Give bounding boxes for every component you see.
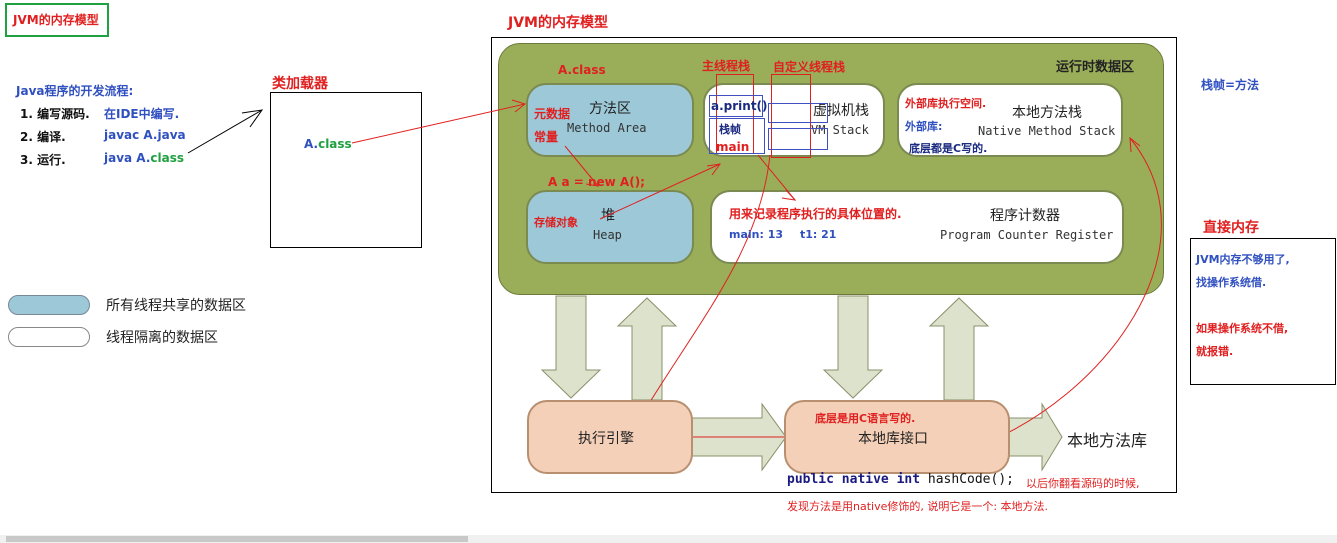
process-step-2-detail: javac A.java: [104, 128, 186, 142]
annotation-new-a: A a = new A();: [548, 175, 645, 189]
up-arrow-right: [928, 297, 990, 401]
method-area-cn: 方法区: [589, 101, 631, 117]
annotation-main: main: [716, 140, 750, 154]
top-left-title-box: JVM的内存模型: [5, 3, 109, 37]
direct-memory-title: 直接内存: [1203, 220, 1259, 236]
down-arrow-right: [822, 295, 884, 399]
code-note-2: 发现方法是用native修饰的, 说明它是一个: 本地方法.: [787, 500, 1049, 513]
annotation-a-class: A.class: [558, 63, 606, 77]
vm-stack-en: VM Stack: [811, 123, 869, 137]
scrollbar-thumb[interactable]: [6, 536, 468, 542]
a-print-frame: [709, 95, 763, 117]
direct-memory-line-1: JVM内存不够用了,: [1196, 253, 1290, 266]
direct-memory-box: JVM内存不够用了, 找操作系统借. 如果操作系统不借, 就报错.: [1190, 238, 1336, 385]
annotation-constant: 常量: [534, 130, 559, 144]
custom-frame-1: [768, 103, 828, 123]
process-step-2: 2. 编译.: [20, 130, 66, 144]
stack-frame-box: [709, 118, 765, 154]
direct-memory-line-4: 如果操作系统不借,: [1196, 322, 1289, 335]
annotation-stack-frame: 栈帧: [719, 123, 741, 136]
process-step-3: 3. 运行.: [20, 153, 66, 167]
heap-cn: 堆: [601, 208, 615, 224]
execution-engine: [527, 400, 693, 474]
class-loader-content: A.class: [304, 137, 352, 151]
heap-en: Heap: [593, 228, 622, 242]
annotation-pc-desc: 用来记录程序执行的具体位置的.: [729, 207, 902, 221]
process-step-1: 1. 编写源码.: [20, 107, 90, 121]
annotation-pc-t1: t1: 21: [800, 228, 837, 241]
legend-shared-swatch: [8, 295, 90, 315]
process-step-1-detail: 在IDE中编写.: [104, 107, 180, 121]
runtime-title: 运行时数据区: [1056, 60, 1135, 75]
legend-isolated-label: 线程隔离的数据区: [106, 330, 218, 346]
horizontal-scrollbar[interactable]: [0, 535, 1337, 543]
legend-isolated-swatch: [8, 327, 90, 347]
custom-stack-outline: [771, 74, 811, 158]
direct-memory-line-5: 就报错.: [1196, 345, 1234, 358]
native-interface-label: 本地库接口: [858, 431, 928, 447]
pc-en: Program Counter Register: [940, 228, 1114, 242]
native-stack-cn: 本地方法栈: [1012, 105, 1082, 121]
stack-frame-note: 栈帧=方法: [1201, 78, 1260, 92]
interface-to-library-arrow: [1007, 402, 1063, 472]
annotation-metadata: 元数据: [534, 107, 571, 121]
annotation-main-stack: 主线程栈: [702, 59, 751, 73]
code-method: hashCode();: [927, 472, 1014, 487]
legend-shared-label: 所有线程共享的数据区: [106, 298, 246, 314]
annotation-custom-stack: 自定义线程栈: [773, 60, 846, 74]
top-left-title: JVM的内存模型: [13, 13, 99, 27]
program-counter: [710, 190, 1124, 264]
pc-cn: 程序计数器: [990, 208, 1060, 224]
down-arrow-left: [540, 295, 602, 399]
annotation-native-c: 底层都是C写的.: [909, 142, 988, 155]
native-method-stack: [897, 83, 1123, 157]
native-library-label: 本地方法库: [1067, 431, 1148, 450]
annotation-a-print: a.print(): [711, 99, 768, 113]
process-heading: Java程序的开发流程:: [16, 84, 134, 98]
diagram-title: JVM的内存模型: [508, 15, 608, 31]
code-note-1: 以后你翻看源码的时候,: [1026, 477, 1140, 490]
annotation-native-lib: 外部库:: [905, 120, 943, 133]
up-arrow-left: [616, 297, 678, 401]
custom-frame-2: [768, 128, 828, 150]
execution-engine-label: 执行引擎: [578, 431, 634, 447]
class-loader-title: 类加载器: [272, 76, 328, 92]
code-keywords: public native int: [787, 472, 921, 487]
annotation-native-interface: 底层是用C语言写的.: [815, 412, 916, 425]
annotation-pc-main: main: 13: [729, 228, 784, 241]
heap: [526, 190, 694, 264]
annotation-native-space: 外部库执行空间.: [905, 97, 987, 110]
class-loader-box: A.class: [270, 92, 422, 248]
method-area: [526, 83, 694, 157]
native-interface: [784, 400, 1010, 474]
native-stack-en: Native Method Stack: [978, 124, 1116, 138]
direct-memory-line-2: 找操作系统借.: [1196, 276, 1267, 289]
annotation-store-objects: 存储对象: [534, 216, 578, 229]
process-step-3-detail: java A.class: [104, 151, 184, 165]
code-line: public native int hashCode();: [787, 472, 1014, 487]
method-area-en: Method Area: [567, 121, 647, 135]
